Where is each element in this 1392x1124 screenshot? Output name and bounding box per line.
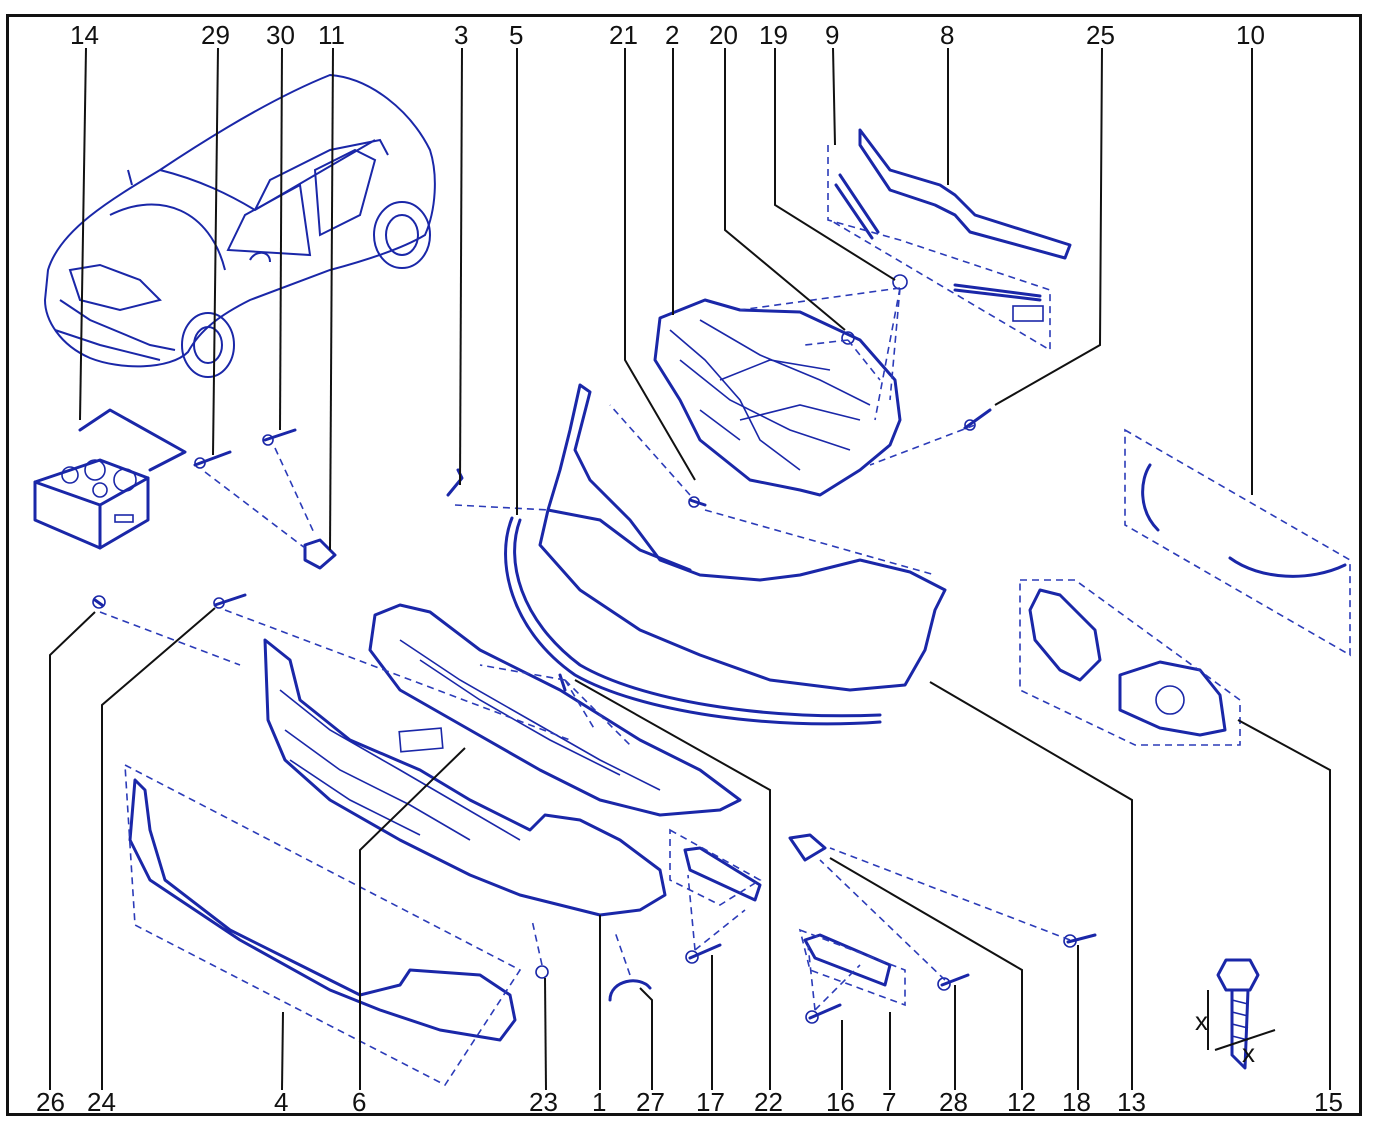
upper-grille	[827, 128, 1072, 352]
callout-leader-lines	[49, 47, 1331, 1091]
callout-12: 12	[1007, 1087, 1036, 1117]
lower-grille	[263, 603, 742, 917]
callout-24: 24	[87, 1087, 116, 1117]
callout-21: 21	[609, 20, 638, 50]
screw-length-detail: x x	[1195, 958, 1276, 1070]
callouts-bottom-row: 26 24 4 6 23 1 27 17 22 16 7 28 12 18 13…	[36, 1087, 1343, 1117]
fixings-kit-box	[33, 408, 187, 550]
callout-16: 16	[826, 1087, 855, 1117]
callout-19: 19	[759, 20, 788, 50]
callout-15: 15	[1314, 1087, 1343, 1117]
callout-17: 17	[696, 1087, 725, 1117]
callout-4: 4	[274, 1087, 288, 1117]
fasteners	[92, 274, 1097, 1024]
callout-6: 6	[352, 1087, 366, 1117]
callout-7: 7	[882, 1087, 896, 1117]
callout-27: 27	[636, 1087, 665, 1117]
callout-1: 1	[592, 1087, 606, 1117]
callout-8: 8	[940, 20, 954, 50]
callout-25: 25	[1086, 20, 1115, 50]
callout-22: 22	[754, 1087, 783, 1117]
callout-28: 28	[939, 1087, 968, 1117]
callout-5: 5	[509, 20, 523, 50]
front-bumper-shell	[504, 383, 947, 726]
callout-20: 20	[709, 20, 738, 50]
callout-18: 18	[1062, 1087, 1091, 1117]
callout-26: 26	[36, 1087, 65, 1117]
side-trims	[1124, 428, 1351, 657]
inset-label-x-vertical: x	[1195, 1006, 1208, 1036]
vehicle-overview	[43, 73, 436, 378]
callout-10: 10	[1236, 20, 1265, 50]
grille-carrier	[653, 298, 902, 497]
callout-9: 9	[825, 20, 839, 50]
callout-13: 13	[1117, 1087, 1146, 1117]
lower-bumper-trim	[124, 763, 522, 1087]
callout-11: 11	[318, 20, 345, 50]
callout-3: 3	[454, 20, 468, 50]
mounting-brackets	[669, 828, 906, 1007]
callout-14: 14	[70, 20, 99, 50]
callout-29: 29	[201, 20, 230, 50]
callouts-top-row: 14 29 30 11 3 5 21 2 20 19 9 8 25 10	[70, 20, 1265, 50]
fog-lamp-housings	[1019, 579, 1241, 746]
callout-2: 2	[665, 20, 679, 50]
inset-label-x-horizontal: x	[1242, 1038, 1255, 1068]
diagram-frame	[6, 14, 1362, 1116]
callout-23: 23	[529, 1087, 558, 1117]
assembly-arrows	[99, 287, 1071, 1011]
callout-30: 30	[266, 20, 295, 50]
